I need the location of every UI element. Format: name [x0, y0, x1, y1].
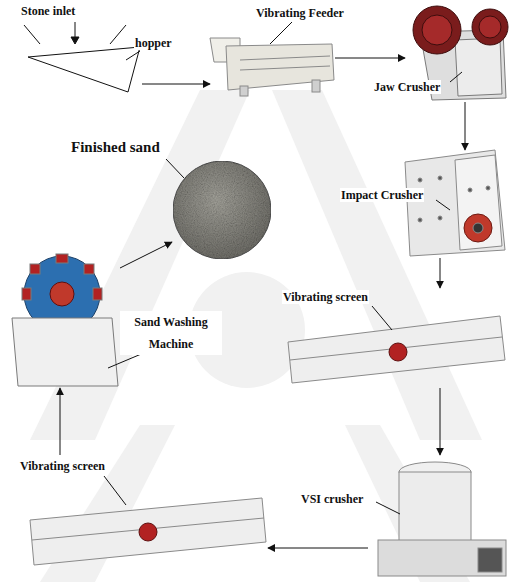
screen-rib [290, 337, 502, 360]
bolt [418, 178, 422, 182]
crusher-side [455, 155, 502, 250]
flow-arrow [142, 84, 210, 85]
crusher-body [399, 472, 471, 542]
finished-sand: Finished sand [172, 157, 272, 263]
hopper-symbol [24, 22, 140, 92]
feeder-groove [240, 66, 330, 70]
leader-line [104, 476, 126, 505]
bolt [438, 216, 442, 220]
machine-label: Sand Washing Machine [120, 311, 222, 355]
screen-rib [32, 518, 264, 540]
flow-arrow [60, 388, 61, 455]
machine-label: Stone inlet [20, 4, 76, 18]
inlet-line [110, 25, 126, 44]
machine-label: hopper [134, 36, 173, 50]
motor [473, 223, 483, 233]
washer-tank [12, 318, 118, 386]
impact-crusher: Impact Crusher [398, 150, 508, 258]
flow-arrow [440, 388, 441, 455]
feeder-spring [240, 86, 248, 96]
jaw-crusher: Jaw Crusher [405, 2, 508, 102]
vibrator [139, 523, 157, 541]
flow-arrow [335, 58, 405, 59]
machine-label: Vibrating Feeder [255, 6, 345, 20]
bolt [438, 176, 442, 180]
leader-line [376, 502, 400, 514]
crusher-plate [455, 38, 502, 96]
vibrating-screen: Vibrating screen [15, 455, 268, 568]
leader-line [450, 72, 462, 82]
sand-washing-machine: Sand Washing Machine [8, 255, 120, 388]
impact-crusher-drawing [405, 150, 505, 256]
leader-line [270, 22, 292, 44]
machine-label: Vibrating screen [282, 290, 369, 304]
bucket [22, 288, 31, 300]
motor [464, 214, 492, 242]
machine-label: Jaw Crusher [373, 80, 441, 94]
screen-body [288, 316, 505, 383]
machine-label: Finished sand [70, 139, 161, 156]
vibrating-screen: Vibrating screen [278, 288, 508, 388]
screen-drawing [288, 306, 505, 383]
bucket-wheel [50, 282, 74, 306]
sand-photo [173, 161, 271, 259]
screen-drawing [30, 476, 266, 565]
leader-line [126, 51, 140, 60]
hopper-outline [28, 47, 140, 92]
bucket [93, 288, 102, 300]
bolt [486, 186, 490, 190]
machine-label: VSI crusher [300, 492, 364, 506]
vibrating-feeder: Vibrating Feeder [210, 30, 335, 98]
hopper: Stone inlethopper [18, 2, 142, 97]
motor [478, 548, 502, 572]
flow-arrow [440, 258, 441, 288]
bucket [84, 264, 94, 274]
machine-label: Vibrating screen [19, 459, 106, 473]
vibrator [389, 343, 407, 361]
flywheel [413, 6, 461, 54]
flywheel [472, 9, 508, 45]
leader-line [436, 200, 450, 210]
vsi-crusher: VSI crusher [368, 455, 508, 580]
bolt [468, 188, 472, 192]
watermark-logo [272, 90, 482, 440]
leader-line [372, 306, 392, 330]
screen-body [30, 498, 266, 565]
sand-pile [166, 159, 271, 259]
crusher-body [405, 150, 505, 256]
crusher-frame [378, 540, 506, 576]
feeder-groove [240, 56, 330, 60]
flywheel [422, 15, 452, 45]
flywheel [479, 16, 501, 38]
flow-arrow [120, 242, 172, 268]
inlet-arrowhead [71, 37, 79, 44]
feeder-spring [312, 80, 320, 92]
feeder-drawing [210, 22, 334, 96]
vsi-crusher-drawing [376, 462, 506, 576]
bolt [418, 218, 422, 222]
bucket [30, 264, 40, 274]
bucket [56, 254, 68, 263]
flow-arrow [268, 548, 368, 549]
inlet-line [24, 25, 40, 44]
machine-label: Impact Crusher [340, 188, 424, 202]
flow-arrow [465, 102, 466, 150]
leader-line [166, 159, 184, 178]
